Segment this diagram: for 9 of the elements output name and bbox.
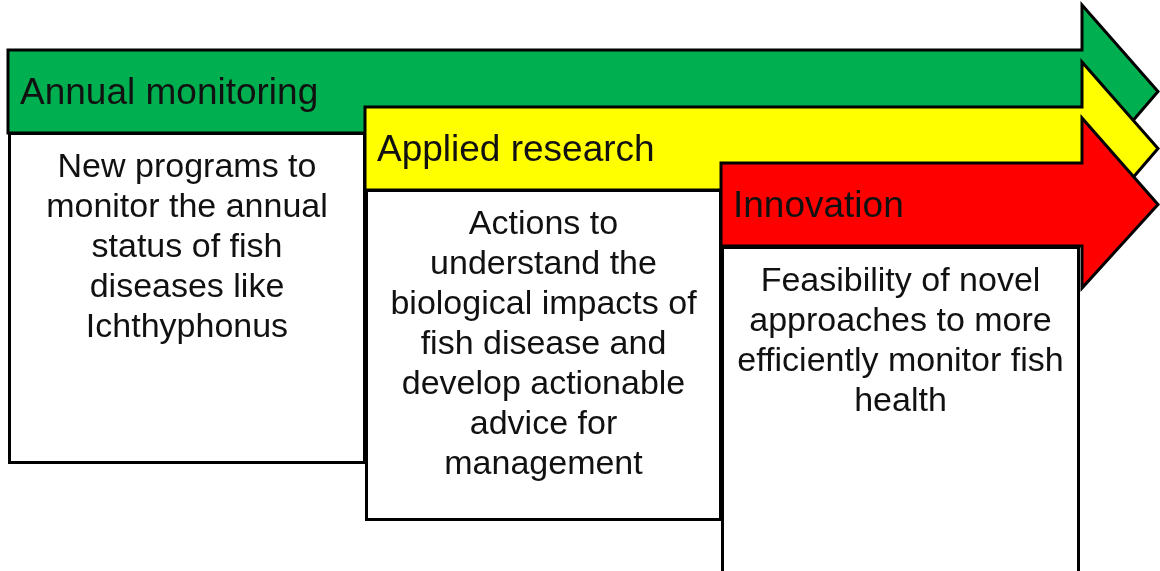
text-box xyxy=(8,132,366,464)
arrow-heading: Applied research xyxy=(377,126,655,171)
text-box xyxy=(721,246,1080,571)
description-text: Actions to understand the biological impacts of fish disease and develop actionable advice for management xyxy=(389,202,698,482)
arrow-heading: Annual monitoring xyxy=(20,69,319,114)
text-box xyxy=(365,189,722,521)
arrow-heading: Innovation xyxy=(733,182,904,227)
description-text: New programs to monitor the annual status of fish diseases like Ichthyphonus xyxy=(45,145,329,345)
description-text: Feasibility of novel approaches to more efficiently monitor fish health xyxy=(736,259,1065,419)
